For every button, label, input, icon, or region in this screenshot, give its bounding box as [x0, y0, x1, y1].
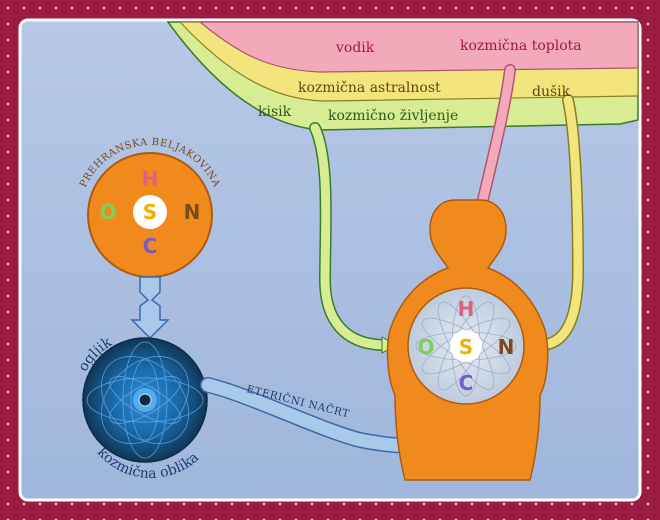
human-letter-s: S: [459, 335, 473, 359]
human-letter-c: C: [459, 371, 474, 395]
down-arrow: [130, 276, 170, 340]
nutrition-letter-s: S: [143, 200, 157, 224]
human-letter-n: N: [498, 335, 515, 359]
label-oxygen: kisik: [258, 104, 292, 120]
human-figure: H O S N C: [386, 199, 549, 481]
label-nitrogen: dušik: [532, 83, 571, 100]
nutrition-letter-o: O: [99, 200, 116, 224]
nutrition-letter-c: C: [143, 234, 158, 258]
nutrition-center-disc: [133, 195, 167, 229]
nutrition-letter-n: N: [184, 200, 201, 224]
carbon-form: ogljik kozmična oblika: [75, 334, 208, 482]
carbon-pattern: [86, 341, 204, 459]
human-letter-h: H: [458, 297, 475, 321]
label-hydrogen: vodik: [335, 40, 375, 56]
human-center-disc: [450, 330, 482, 362]
cosmic-streams: [166, 21, 639, 131]
stream-labels: vodik kozmična toplota kozmična astralno…: [258, 38, 582, 124]
pink-stream: [198, 21, 639, 73]
nutrition-letter-h: H: [142, 167, 159, 191]
human-letter-o: O: [417, 335, 434, 359]
label-cosmic-astrality: kozmična astralnost: [298, 80, 441, 96]
label-cosmic-life: kozmično življenje: [328, 108, 458, 124]
label-cosmic-heat: kozmična toplota: [460, 38, 582, 54]
